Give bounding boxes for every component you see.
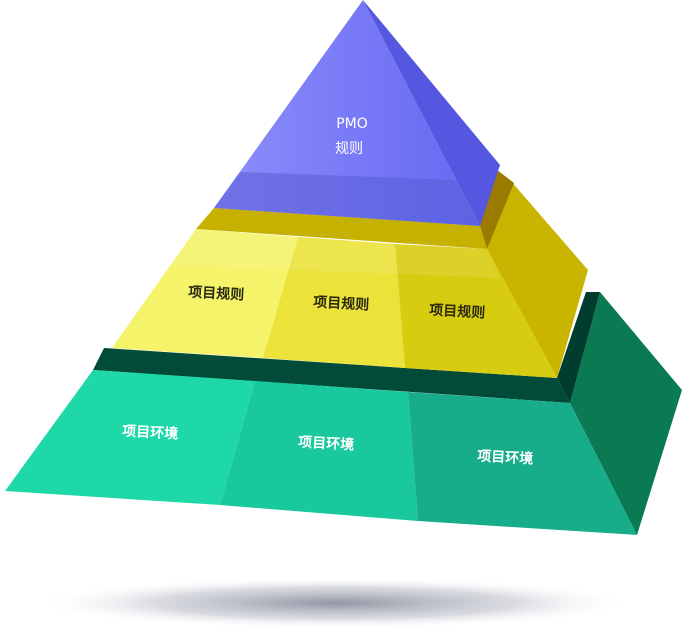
ground-shadow: [35, 577, 635, 629]
bottom-tier-ledge: [93, 348, 570, 403]
bottom-cell-3: [408, 392, 637, 535]
bottom-tier-side: [570, 292, 682, 535]
top-tier: [214, 0, 500, 226]
top-tier-base-band: [214, 172, 480, 226]
middle-tier-highlight: [170, 229, 500, 278]
middle-cell-2: [263, 237, 405, 368]
top-tier-side: [363, 0, 500, 226]
bottom-cell-2: [220, 381, 418, 521]
bottom-cell-label-1: 项目环境: [122, 423, 179, 443]
middle-tier-ledge: [196, 208, 487, 249]
middle-cell-3: [395, 244, 557, 378]
middle-cell-label-3: 项目规则: [429, 302, 486, 322]
bottom-tier: [5, 292, 682, 535]
bottom-cell-label-2: 项目环境: [298, 434, 355, 454]
middle-cell-label-2: 项目规则: [313, 294, 370, 314]
bottom-tier-ledge-side: [557, 292, 600, 403]
bottom-cell-label-3: 项目环境: [477, 448, 534, 468]
top-label-line1: PMO: [336, 116, 368, 132]
middle-tier: [112, 170, 588, 378]
middle-tier-side: [487, 180, 588, 378]
top-tier-front: [214, 0, 480, 226]
middle-cell-label-1: 项目规则: [188, 284, 245, 304]
middle-tier-ledge-side: [480, 170, 514, 249]
top-label-line2: 规则: [335, 141, 363, 157]
bottom-cell-1: [5, 370, 255, 505]
middle-cell-1: [112, 229, 298, 358]
